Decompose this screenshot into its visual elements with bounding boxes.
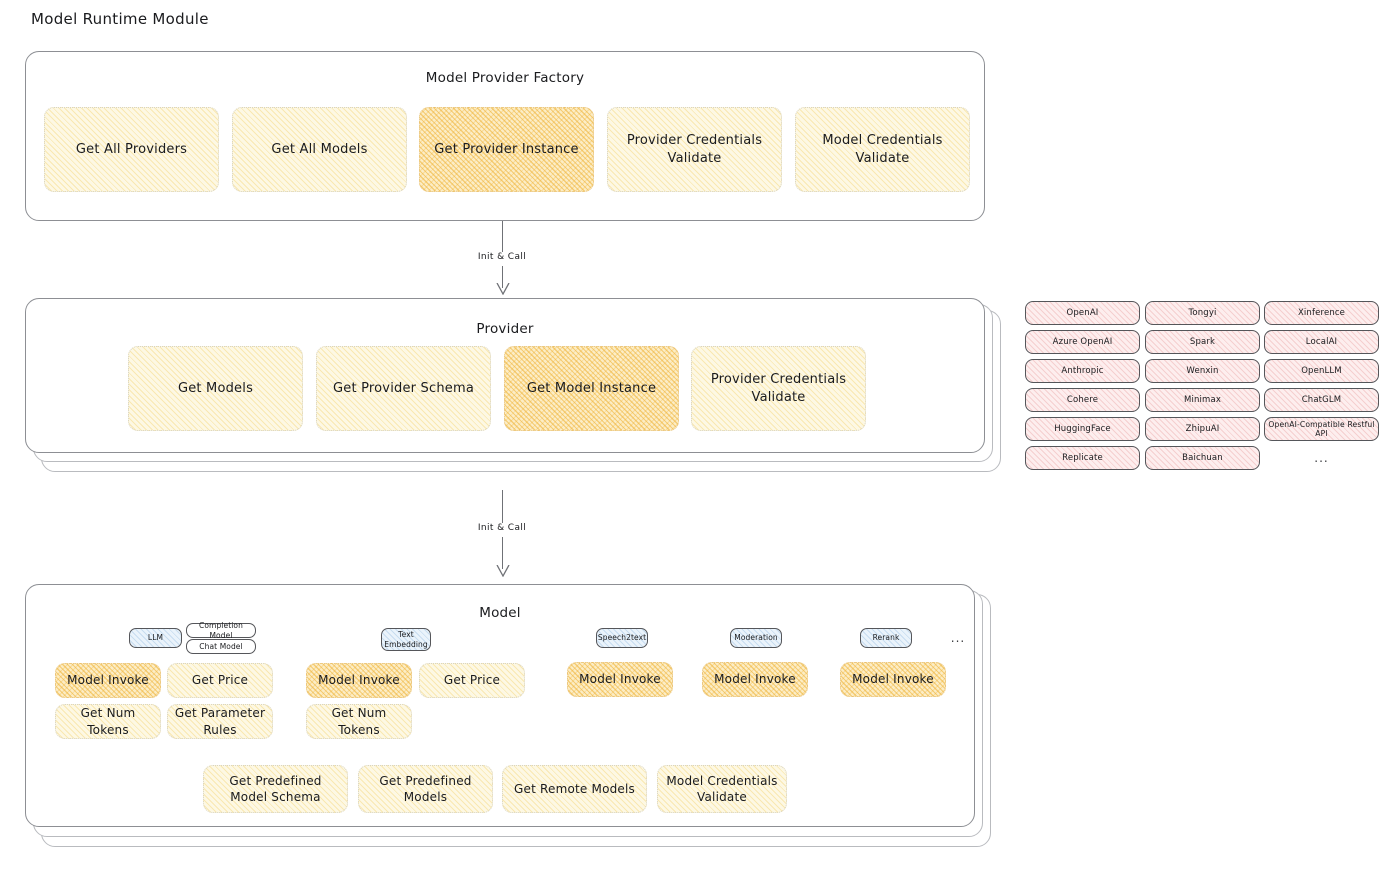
provider-chip-openai[interactable]: OpenAI: [1025, 301, 1140, 325]
node-get-all-models[interactable]: Get All Models: [232, 107, 407, 192]
connector-2-label: Init & Call: [452, 523, 552, 533]
model-title: Model: [479, 605, 521, 621]
node-get-predefined-model-schema[interactable]: Get Predefined Model Schema: [203, 765, 348, 813]
node-get-model-instance[interactable]: Get Model Instance: [504, 346, 679, 431]
node-model-credentials-validate[interactable]: Model Credentials Validate: [795, 107, 970, 192]
provider-chip-openllm[interactable]: OpenLLM: [1264, 359, 1379, 383]
provider-chip-huggingface[interactable]: HuggingFace: [1025, 417, 1140, 441]
node-get-all-providers[interactable]: Get All Providers: [44, 107, 219, 192]
node-provider-credentials-validate[interactable]: Provider Credentials Validate: [607, 107, 782, 192]
node-moderation-model-invoke[interactable]: Model Invoke: [702, 662, 808, 697]
provider-chip-chatglm[interactable]: ChatGLM: [1264, 388, 1379, 412]
node-llm-get-price[interactable]: Get Price: [167, 663, 273, 698]
provider-chip-tongyi[interactable]: Tongyi: [1145, 301, 1260, 325]
provider-chip-baichuan[interactable]: Baichuan: [1145, 446, 1260, 470]
provider-chip-anthropic[interactable]: Anthropic: [1025, 359, 1140, 383]
model-type-badge-moderation[interactable]: Moderation: [730, 628, 782, 648]
connector-2-line-bottom: [502, 537, 504, 569]
node-get-provider-instance[interactable]: Get Provider Instance: [419, 107, 594, 192]
provider-chip-xinference[interactable]: Xinference: [1264, 301, 1379, 325]
model-type-badge-text-embedding[interactable]: Text Embedding: [381, 628, 431, 651]
provider-title: Provider: [476, 321, 534, 337]
provider-chip-replicate[interactable]: Replicate: [1025, 446, 1140, 470]
node-get-model-instance-label: Get Model Instance: [526, 380, 657, 396]
node-llm-model-invoke[interactable]: Model Invoke: [55, 663, 161, 698]
model-type-badge-speech2text[interactable]: Speech2text: [596, 628, 648, 648]
node-get-provider-instance-label: Get Provider Instance: [434, 141, 579, 157]
connector-2-arrowhead: [496, 565, 510, 577]
provider-chip-spark[interactable]: Spark: [1145, 330, 1260, 354]
model-types-more: ...: [950, 631, 966, 645]
model-subbadge-chat-model[interactable]: Chat Model: [186, 639, 256, 654]
model-type-badge-rerank[interactable]: Rerank: [860, 628, 912, 648]
node-text-embedding-get-num-tokens[interactable]: Get Num Tokens: [306, 704, 412, 739]
node-provider-credentials-validate-2[interactable]: Provider Credentials Validate: [691, 346, 866, 431]
provider-chip-localai[interactable]: LocalAI: [1264, 330, 1379, 354]
node-speech2text-model-invoke[interactable]: Model Invoke: [567, 662, 673, 697]
connector-2-line-top: [502, 490, 504, 523]
model-group: Model: [25, 584, 975, 827]
provider-chip-openai-compatible-restful-api[interactable]: OpenAI-Compatible Restful API: [1264, 417, 1379, 441]
connector-1-label: Init & Call: [452, 252, 552, 262]
provider-list-more: ...: [1314, 451, 1329, 465]
node-llm-get-parameter-rules[interactable]: Get Parameter Rules: [167, 704, 273, 739]
node-model-credentials-validate-2[interactable]: Model Credentials Validate: [657, 765, 787, 813]
provider-chip-azure-openai[interactable]: Azure OpenAI: [1025, 330, 1140, 354]
node-llm-get-num-tokens[interactable]: Get Num Tokens: [55, 704, 161, 739]
node-get-models[interactable]: Get Models: [128, 346, 303, 431]
node-get-remote-models[interactable]: Get Remote Models: [502, 765, 647, 813]
page-title: Model Runtime Module: [31, 10, 209, 28]
node-rerank-model-invoke[interactable]: Model Invoke: [840, 662, 946, 697]
provider-chip-minimax[interactable]: Minimax: [1145, 388, 1260, 412]
model-provider-factory-title: Model Provider Factory: [425, 70, 585, 86]
model-type-badge-llm[interactable]: LLM: [129, 628, 182, 648]
node-get-provider-schema[interactable]: Get Provider Schema: [316, 346, 491, 431]
node-text-embedding-model-invoke[interactable]: Model Invoke: [306, 663, 412, 698]
provider-chip-cohere[interactable]: Cohere: [1025, 388, 1140, 412]
connector-1-line-top: [502, 221, 504, 253]
connector-1-line-bottom: [502, 266, 504, 288]
model-subbadge-completion-model[interactable]: Completion Model: [186, 621, 256, 640]
provider-chip-zhipuai[interactable]: ZhipuAI: [1145, 417, 1260, 441]
node-text-embedding-get-price[interactable]: Get Price: [419, 663, 525, 698]
node-get-predefined-models[interactable]: Get Predefined Models: [358, 765, 493, 813]
connector-1-arrowhead: [496, 283, 510, 295]
provider-chip-wenxin[interactable]: Wenxin: [1145, 359, 1260, 383]
